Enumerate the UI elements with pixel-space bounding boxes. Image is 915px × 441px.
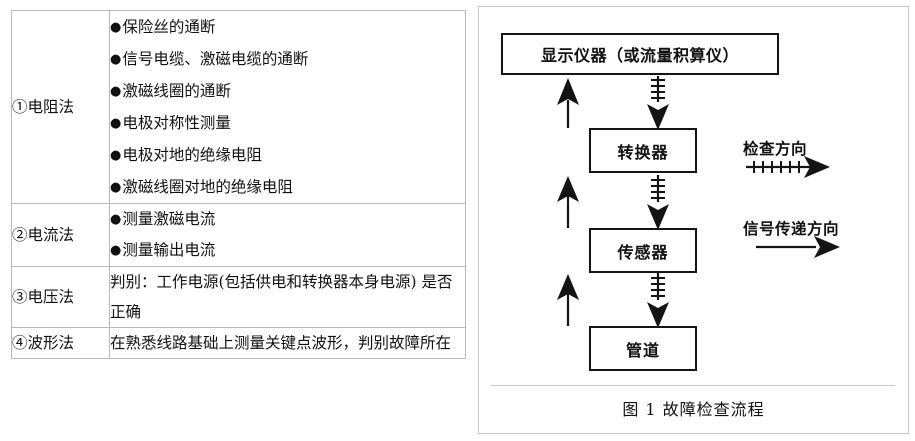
list-item-label: 保险丝的通断 — [122, 18, 216, 36]
list-item-label: 激磁线圈对地的绝缘电阻 — [122, 178, 293, 196]
legend-inspect-arrow-icon — [746, 156, 830, 178]
diagram-box-sensor[interactable]: 传感器 — [589, 228, 697, 273]
list-item: ●信号电缆、激磁电缆的通断 — [110, 43, 465, 75]
method-name-cell-3: ③电压法 — [11, 266, 110, 328]
list-item: ●测量激磁电流 — [110, 204, 465, 235]
legend-signal-arrow-icon — [756, 236, 840, 258]
method-name-cell-4: ④波形法 — [11, 327, 110, 359]
fault-method-table: ①电阻法 ●保险丝的通断 ●信号电缆、激磁电缆的通断 ●激磁线圈的通断 ●电极对… — [11, 10, 466, 359]
method-body-cell-1: ●保险丝的通断 ●信号电缆、激磁电缆的通断 ●激磁线圈的通断 ●电极对称性测量 … — [109, 10, 466, 204]
fault-method-table-panel: ①电阻法 ●保险丝的通断 ●信号电缆、激磁电缆的通断 ●激磁线圈的通断 ●电极对… — [11, 10, 466, 431]
inspect-arrow-display-to-converter — [647, 76, 669, 130]
list-item-label: 电极对地的绝缘电阻 — [122, 146, 262, 164]
bullet-list-1: ●保险丝的通断 ●信号电缆、激磁电缆的通断 ●激磁线圈的通断 ●电极对称性测量 … — [110, 11, 465, 203]
method-body-text-4: 在熟悉线路基础上测量关键点波形，判别故障所在 — [110, 334, 452, 352]
list-item-label: 信号电缆、激磁电缆的通断 — [122, 50, 309, 68]
table-row: ①电阻法 ●保险丝的通断 ●信号电缆、激磁电缆的通断 ●激磁线圈的通断 ●电极对… — [11, 10, 466, 204]
list-item-label: 测量激磁电流 — [122, 210, 216, 228]
method-body-text-3: 判别：工作电源(包括供电和转换器本身电源) 是否正确 — [110, 273, 453, 321]
signal-arrow-pipe-to-sensor — [557, 274, 579, 326]
figure-panel: 显示仪器（或流量积算仪） 转换器 传感器 管道 检查方向 信号传递方向 图 1 … — [478, 6, 910, 435]
figure-caption: 图 1 故障检查流程 — [622, 400, 765, 419]
inspect-arrow-sensor-to-pipe — [647, 273, 669, 328]
legend-signal-label: 信号传递方向 — [743, 220, 840, 238]
bullet-dot-icon: ● — [110, 52, 122, 67]
list-item: ●电极对地的绝缘电阻 — [110, 139, 465, 171]
bullet-dot-icon: ● — [110, 212, 122, 227]
diagram-box-display[interactable]: 显示仪器（或流量积算仪） — [501, 33, 779, 75]
list-item: ●激磁线圈对地的绝缘电阻 — [110, 171, 465, 203]
signal-arrow-converter-to-display — [557, 78, 579, 128]
list-item-label: 测量输出电流 — [122, 241, 216, 259]
table-row: ③电压法 判别：工作电源(包括供电和转换器本身电源) 是否正确 — [11, 266, 466, 328]
inspect-arrow-converter-to-sensor — [647, 175, 669, 230]
diagram-box-pipe[interactable]: 管道 — [589, 326, 697, 371]
list-item: ●保险丝的通断 — [110, 11, 465, 43]
list-item-label: 电极对称性测量 — [122, 114, 231, 132]
bullet-dot-icon: ● — [110, 116, 122, 131]
bullet-dot-icon: ● — [110, 84, 122, 99]
list-item-label: 激磁线圈的通断 — [122, 82, 231, 100]
list-item: ●电极对称性测量 — [110, 107, 465, 139]
bullet-dot-icon: ● — [110, 243, 122, 258]
method-body-cell-4: 在熟悉线路基础上测量关键点波形，判别故障所在 — [109, 327, 466, 359]
method-name-cell-2: ②电流法 — [11, 203, 110, 267]
caption-divider — [491, 385, 895, 386]
method-name-cell-1: ①电阻法 — [11, 10, 110, 204]
bullet-dot-icon: ● — [110, 20, 122, 35]
signal-arrow-sensor-to-converter — [557, 176, 579, 228]
bullet-dot-icon: ● — [110, 180, 122, 195]
diagram-box-converter[interactable]: 转换器 — [589, 128, 697, 173]
bullet-dot-icon: ● — [110, 148, 122, 163]
list-item: ●激磁线圈的通断 — [110, 75, 465, 107]
list-item: ●测量输出电流 — [110, 235, 465, 266]
bullet-list-2: ●测量激磁电流 ●测量输出电流 — [110, 204, 465, 266]
legend-inspect-label: 检查方向 — [743, 140, 808, 158]
flow-diagram-canvas — [557, 76, 840, 328]
table-row: ②电流法 ●测量激磁电流 ●测量输出电流 — [11, 203, 466, 267]
method-body-cell-2: ●测量激磁电流 ●测量输出电流 — [109, 203, 466, 267]
table-row: ④波形法 在熟悉线路基础上测量关键点波形，判别故障所在 — [11, 327, 466, 359]
method-body-cell-3: 判别：工作电源(包括供电和转换器本身电源) 是否正确 — [109, 266, 466, 328]
